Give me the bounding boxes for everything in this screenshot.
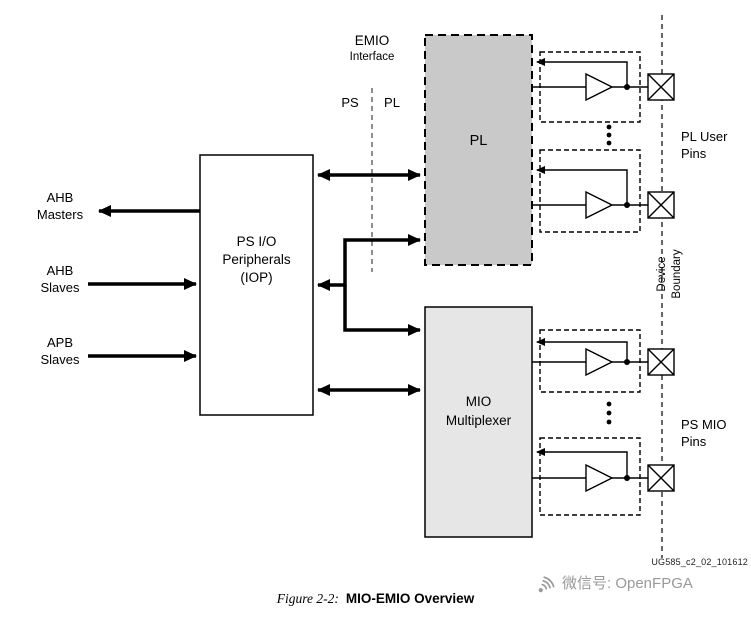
pl-user-pins-line1: PL User (681, 129, 728, 144)
device-boundary-line1: Device (656, 256, 668, 292)
io-buffer-triangle-3 (585, 347, 614, 377)
branch-mio-arrow (343, 285, 421, 336)
io-buffer-feedback-arrow-1 (536, 58, 628, 87)
iop-branch-pl-arrow (317, 234, 421, 291)
io-buffer-box-2 (539, 149, 641, 233)
figure-number: Figure 2-2: (276, 591, 339, 606)
watermark: 微信号: OpenFPGA (536, 572, 693, 593)
pl-user-pins-line2: Pins (681, 146, 707, 161)
ps-domain-label: PS (341, 95, 359, 110)
figure-caption: Figure 2-2: MIO-EMIO Overview (0, 591, 751, 607)
io-buffer-tap-dot-2 (624, 202, 630, 208)
ahb-masters-label: AHB Masters (28, 189, 92, 223)
pl-block-label: PL (469, 133, 488, 149)
io-pad-1 (647, 73, 675, 101)
io-buffer-tap-dot-1 (624, 84, 630, 90)
pl-box (424, 34, 533, 266)
iop-box (199, 154, 314, 416)
mio-label-line1: MIO (465, 394, 492, 409)
io-pad-3 (647, 348, 675, 376)
wechat-voice-icon (538, 576, 555, 593)
io-pad-2 (647, 191, 675, 219)
apb-slaves-line1: APB (46, 335, 73, 350)
device-boundary-line2: Boundary (671, 249, 683, 299)
apb-slaves-line2: Slaves (40, 352, 80, 367)
pl-user-pins-label: PL User Pins (681, 128, 749, 162)
io-buffer-group-4 (532, 437, 675, 516)
ahb-slaves-line2: Slaves (40, 280, 80, 295)
iop-label-line1: PS I/O (236, 234, 277, 249)
io-buffer-triangle-1 (585, 72, 614, 102)
io-buffer-box-4 (539, 437, 641, 516)
ahb-masters-line1: AHB (46, 190, 74, 205)
ps-mio-pins-line1: PS MIO (681, 417, 727, 432)
io-buffer-tap-dot-3 (624, 359, 630, 365)
ahb-slaves-line1: AHB (46, 263, 74, 278)
io-buffer-feedback-arrow-4 (536, 448, 628, 478)
mio-multiplexer-label: MIO Multiplexer (425, 392, 532, 430)
pl-domain-label: PL (384, 95, 400, 110)
device-boundary-label: Device Boundary (655, 224, 689, 324)
io-buffer-group-1 (532, 51, 675, 123)
doc-code: UG585_c2_02_101612 (651, 557, 748, 567)
io-buffer-group-2 (532, 149, 675, 233)
iop-block-label: PS I/O Peripherals (IOP) (200, 233, 313, 287)
ps-mio-pins-label: PS MIO Pins (681, 416, 749, 450)
io-buffer-box-3 (539, 329, 641, 393)
apb-slaves-label: APB Slaves (28, 334, 92, 368)
ahb-slaves-label: AHB Slaves (28, 262, 92, 296)
emio-interface-subtitle: Interface (349, 51, 395, 63)
watermark-text: 微信号: OpenFPGA (562, 575, 693, 592)
io-pad-4 (647, 464, 675, 492)
io-buffer-feedback-arrow-3 (536, 338, 628, 362)
figure-title: MIO-EMIO Overview (345, 591, 475, 606)
iop-label-line2: Peripherals (222, 252, 291, 267)
iop-label-line3: (IOP) (240, 270, 273, 285)
ps-mio-pins-line2: Pins (681, 434, 707, 449)
ellipsis-dots-pl (606, 124, 612, 146)
io-buffer-tap-dot-4 (624, 475, 630, 481)
emio-interface-title: EMIO (354, 33, 390, 48)
io-buffer-triangle-4 (585, 463, 614, 493)
ellipsis-dots-mio (606, 401, 612, 425)
ahb-masters-line2: Masters (36, 207, 84, 222)
io-buffer-group-3 (532, 329, 675, 393)
mio-label-line2: Multiplexer (445, 413, 512, 428)
io-buffer-feedback-arrow-2 (536, 166, 628, 205)
mio-box (424, 306, 533, 538)
io-buffer-triangle-2 (585, 190, 614, 220)
